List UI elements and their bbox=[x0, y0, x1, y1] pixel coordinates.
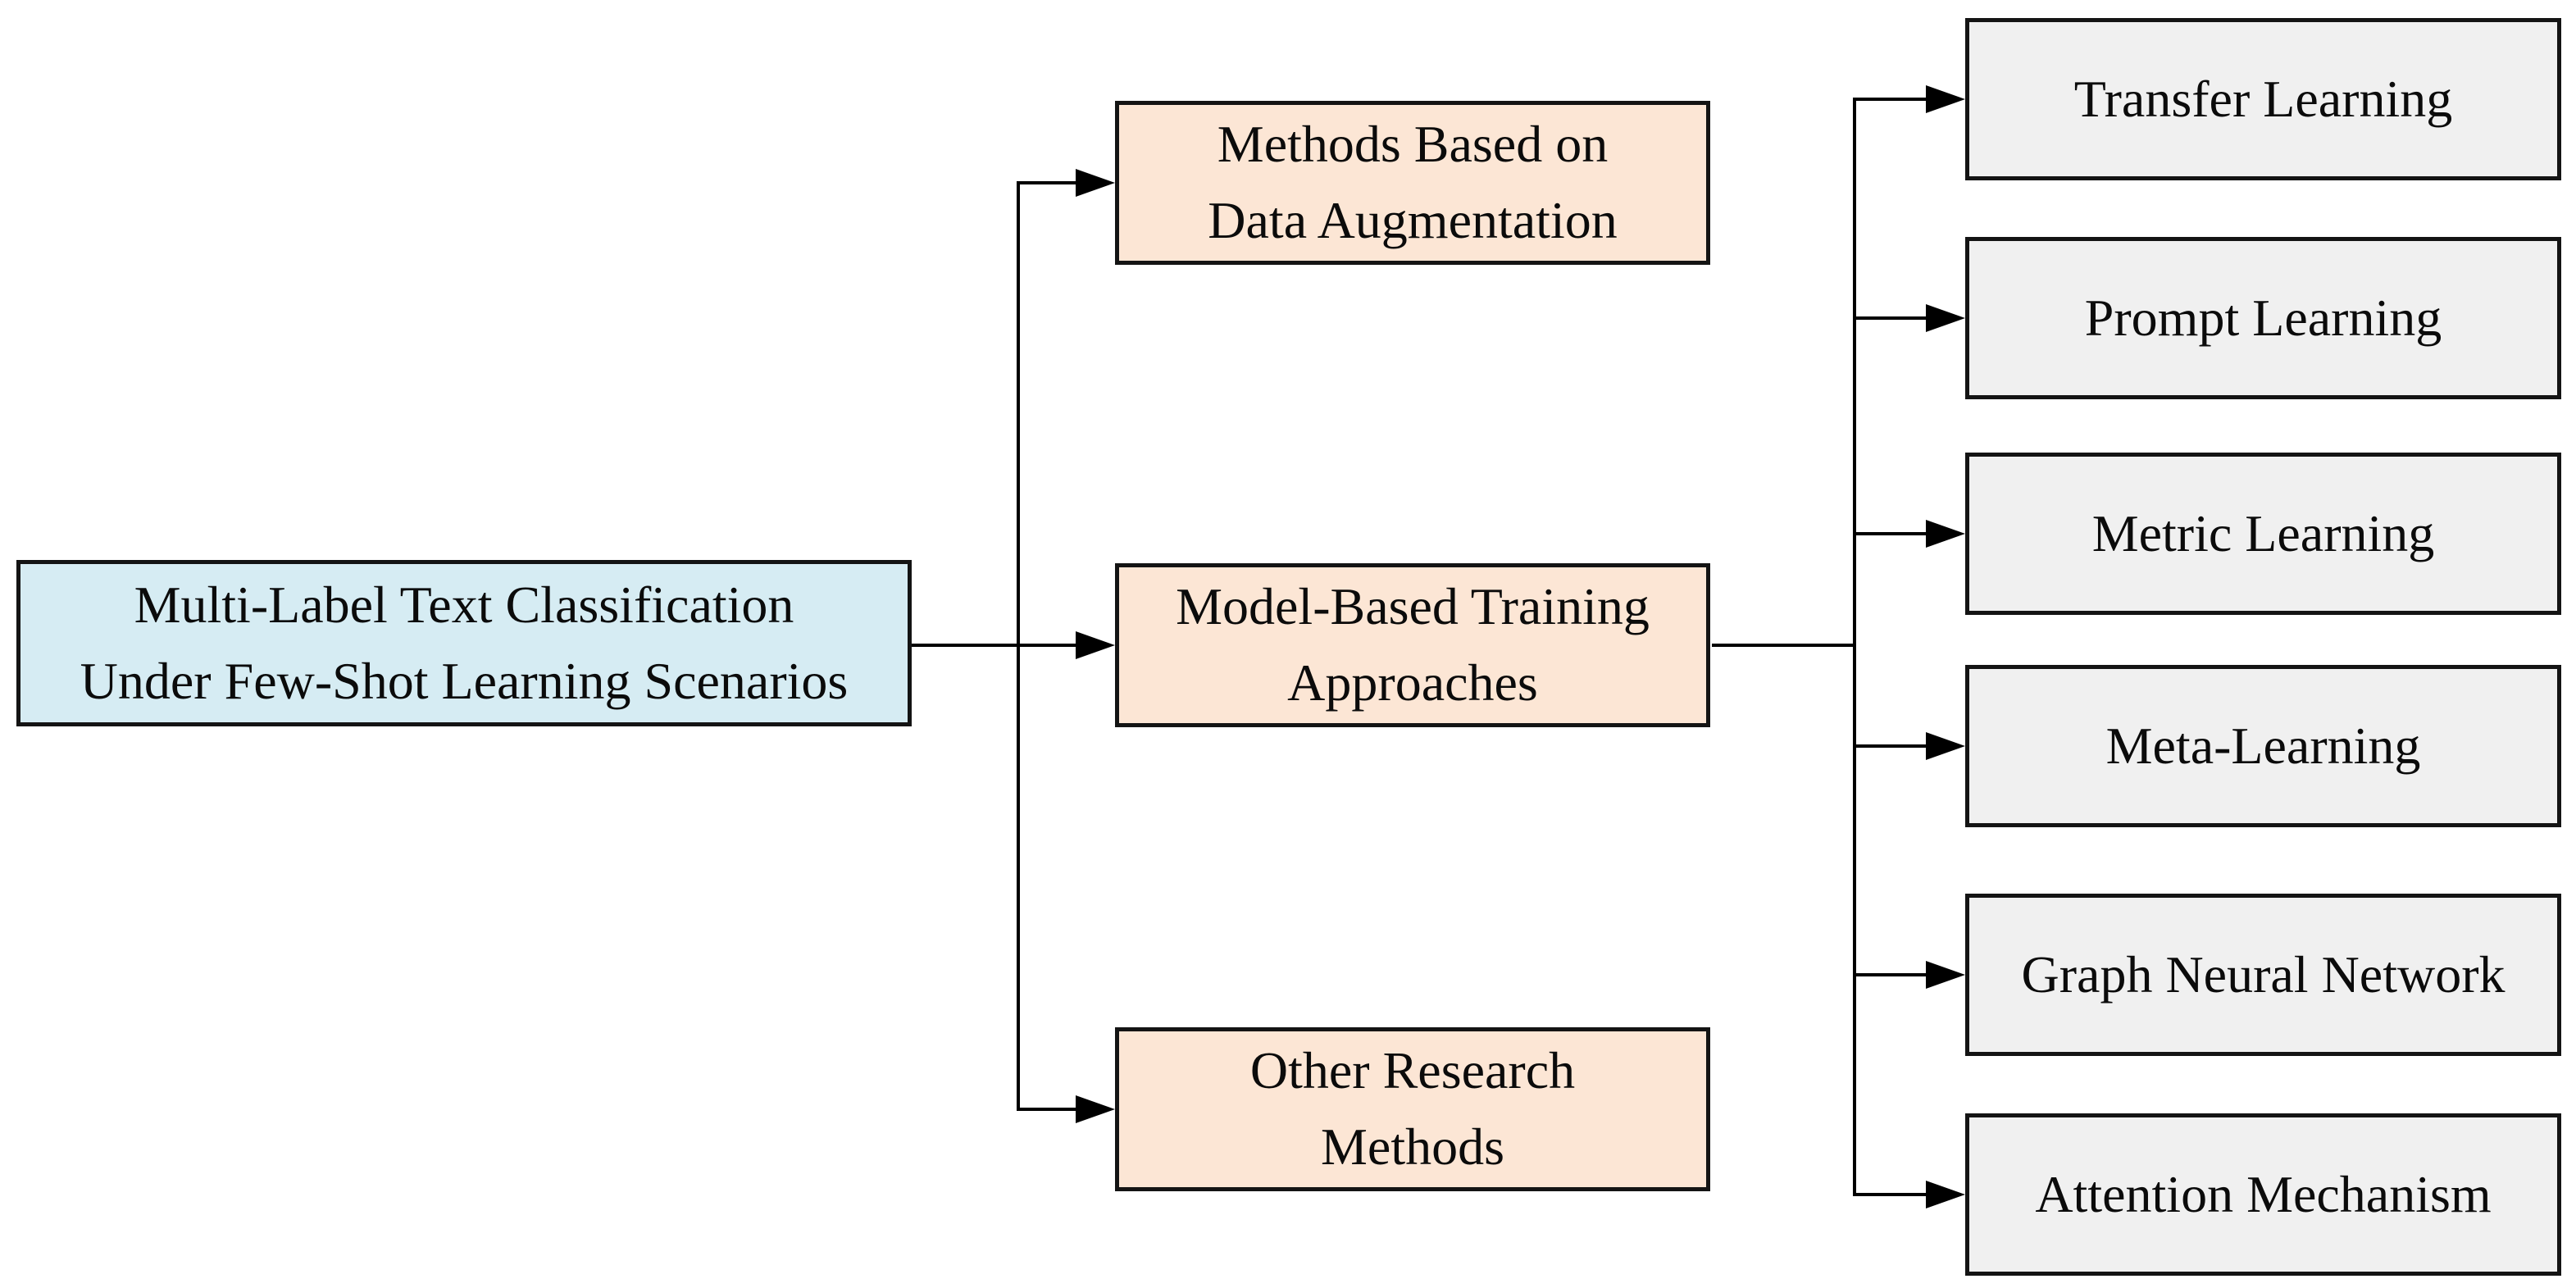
leaf-node-attention-mechanism: Attention Mechanism bbox=[1965, 1113, 2561, 1276]
leaf-node-transfer-learning: Transfer Learning bbox=[1965, 18, 2561, 180]
leaf-node-prompt-learning: Prompt Learning bbox=[1965, 237, 2561, 399]
arrowhead-into-model-based-training bbox=[1076, 631, 1115, 659]
trunk-middle-column bbox=[1017, 181, 1020, 1111]
connector-trunk-to-attention-mechanism bbox=[1853, 1193, 1928, 1196]
arrowhead-into-transfer-learning bbox=[1926, 85, 1965, 113]
connector-trunk-to-other-methods bbox=[1017, 1108, 1078, 1111]
branch-node-model-based-training: Model-Based Training Approaches bbox=[1115, 563, 1710, 727]
connector-trunk-to-meta-learning bbox=[1853, 744, 1928, 748]
leaf-node-label: Metric Learning bbox=[2091, 503, 2435, 562]
trunk-right-column bbox=[1853, 98, 1856, 1196]
leaf-node-label: Attention Mechanism bbox=[2035, 1164, 2492, 1223]
arrowhead-into-attention-mechanism bbox=[1926, 1181, 1965, 1208]
leaf-node-graph-neural-network: Graph Neural Network bbox=[1965, 894, 2561, 1056]
root-node-multi-label-text-classification: Multi-Label Text Classification Under Fe… bbox=[16, 560, 912, 726]
arrowhead-into-meta-learning bbox=[1926, 732, 1965, 760]
leaf-node-meta-learning: Meta-Learning bbox=[1965, 665, 2561, 827]
connector-trunk-to-data-augmentation bbox=[1017, 181, 1078, 184]
arrowhead-into-data-augmentation bbox=[1076, 169, 1115, 197]
leaf-node-label: Prompt Learning bbox=[2084, 288, 2442, 347]
leaf-node-label: Graph Neural Network bbox=[2021, 944, 2505, 1004]
connector-trunk-to-graph-neural-network bbox=[1853, 973, 1928, 976]
arrowhead-into-graph-neural-network bbox=[1926, 961, 1965, 989]
connector-model-based-to-trunk bbox=[1712, 644, 1856, 647]
connector-trunk-to-prompt-learning bbox=[1853, 316, 1928, 320]
branch-node-label: Other Research Methods bbox=[1249, 1041, 1576, 1176]
connector-root-to-trunk bbox=[912, 644, 1078, 647]
arrowhead-into-other-methods bbox=[1076, 1095, 1115, 1123]
leaf-node-label: Transfer Learning bbox=[2073, 69, 2453, 128]
branch-node-data-augmentation: Methods Based on Data Augmentation bbox=[1115, 101, 1710, 265]
leaf-node-metric-learning: Metric Learning bbox=[1965, 453, 2561, 615]
branch-node-label: Methods Based on Data Augmentation bbox=[1208, 115, 1618, 249]
arrowhead-into-prompt-learning bbox=[1926, 304, 1965, 332]
branch-node-label: Model-Based Training Approaches bbox=[1176, 577, 1650, 712]
connector-trunk-to-transfer-learning bbox=[1853, 98, 1928, 101]
leaf-node-label: Meta-Learning bbox=[2105, 716, 2421, 775]
arrowhead-into-metric-learning bbox=[1926, 520, 1965, 548]
root-node-label: Multi-Label Text Classification Under Fe… bbox=[80, 575, 849, 710]
connector-trunk-to-metric-learning bbox=[1853, 532, 1928, 535]
branch-node-other-research-methods: Other Research Methods bbox=[1115, 1027, 1710, 1191]
